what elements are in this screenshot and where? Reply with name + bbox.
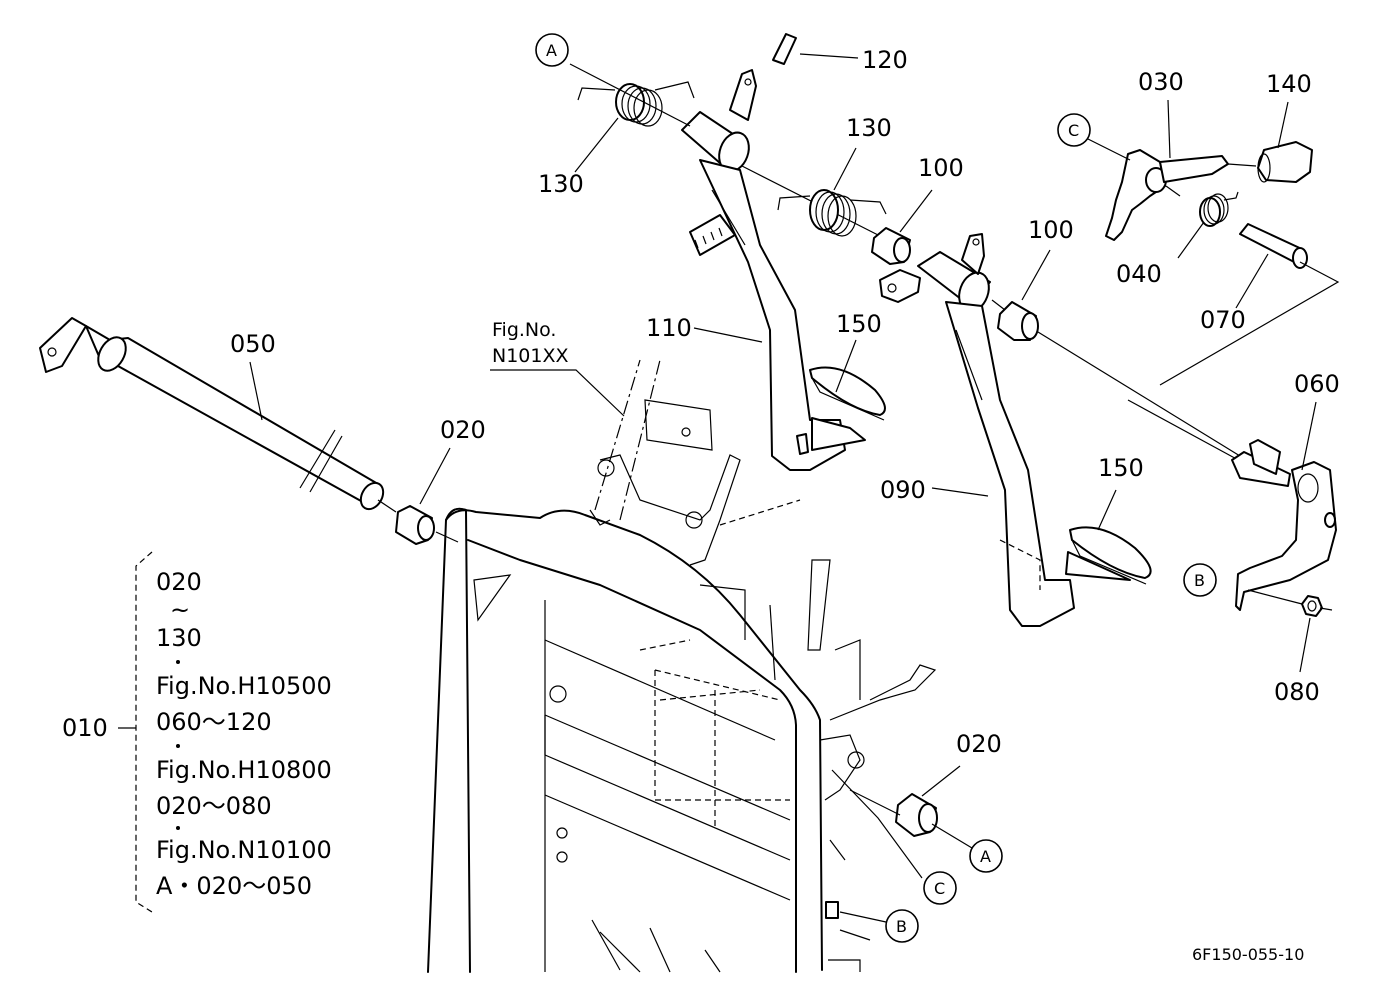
label-100-a: 100 [918,154,964,182]
callout-b-right: B [1183,563,1217,597]
spring-130-right [777,189,887,237]
svg-text:C: C [1068,121,1079,140]
label-020-left: 020 [440,416,486,444]
bracket-060 [1231,439,1337,611]
svg-text:A: A [546,41,557,60]
label-130-right: 130 [846,114,892,142]
svg-text:C: C [934,879,945,898]
spring-040 [1199,191,1239,227]
label-090: 090 [880,476,926,504]
bushing-020-right [895,793,938,837]
note-line-9: A・020～050 [156,872,312,900]
pedal-arm-090 [879,233,1152,627]
label-140: 140 [1266,70,1312,98]
grip-140 [1257,141,1313,183]
drawing-code: 6F150-055-10 [1192,945,1304,964]
callout-a-top: A [535,33,569,67]
label-130-left: 130 [538,170,584,198]
note-line-8: Fig.No.N10100 [156,836,332,864]
note-line-6: Fig.No.H10800 [156,756,332,784]
svg-text:B: B [896,917,907,936]
bushing-100-a [871,227,911,265]
nut-080 [1301,595,1323,617]
bushing-100-b [997,301,1039,341]
callout-c-top: C [1057,113,1091,147]
bushing-020-left [395,505,435,545]
label-080: 080 [1274,678,1320,706]
note-line-1: 020 [156,568,202,596]
label-060: 060 [1294,370,1340,398]
label-120: 120 [862,46,908,74]
figref-line2: N101XX [492,345,569,367]
note-line-4: Fig.No.H10500 [156,672,332,700]
label-150-left: 150 [836,310,882,338]
frame-assembly [427,359,937,973]
note-line-5: 060～120 [156,708,272,736]
label-100-b: 100 [1028,216,1074,244]
figref-line1: Fig.No. [492,319,556,341]
note-line-7: 020～080 [156,792,272,820]
assembly-note: 010 020 ~ 130 Fig.No.H10500 060～120 Fig.… [62,551,332,913]
label-040: 040 [1116,260,1162,288]
callout-c-bottom: C [923,871,957,905]
svg-text:B: B [1194,571,1205,590]
shaft-050 [39,317,385,511]
note-line-2: ~ [170,596,190,624]
lever-030 [1105,149,1229,241]
pin-070 [1239,223,1308,269]
label-050: 050 [230,330,276,358]
label-150-right: 150 [1098,454,1144,482]
label-010: 010 [62,714,108,742]
label-110: 110 [646,314,692,342]
callout-a-bottom: A [969,839,1003,873]
pedal-arm-110 [577,33,886,471]
note-line-3: 130 [156,624,202,652]
callout-b-bottom: B [885,909,919,943]
label-020-right: 020 [956,730,1002,758]
svg-text:A: A [980,847,991,866]
label-070: 070 [1200,306,1246,334]
label-030: 030 [1138,68,1184,96]
